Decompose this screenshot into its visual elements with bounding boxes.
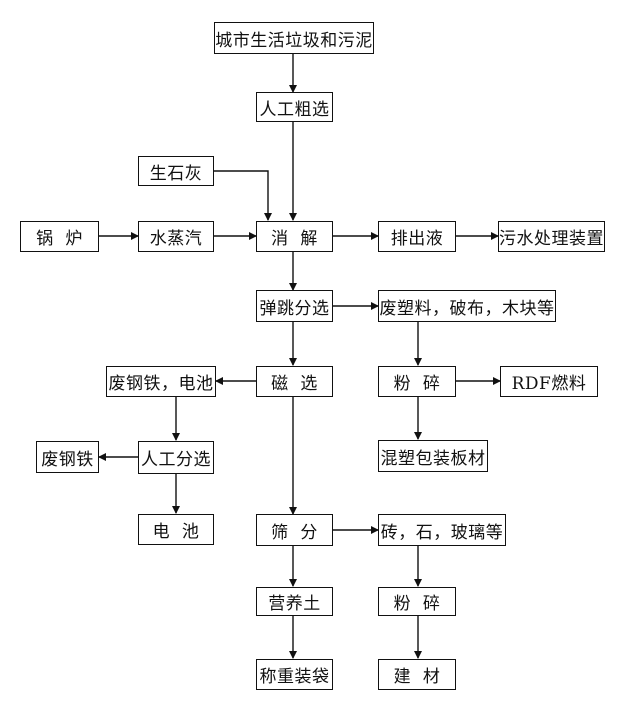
node-magnetic-sort: 磁 选 (256, 366, 333, 397)
node-rdf-fuel-label: RDF燃料 (511, 374, 587, 394)
node-nutrient-soil: 营养土 (256, 587, 333, 616)
node-quicklime: 生石灰 (138, 156, 214, 186)
node-digestion: 消 解 (256, 221, 333, 252)
node-scrap-iron-battery-label: 废钢铁，电池 (108, 374, 214, 394)
node-building-material-label: 建 材 (393, 667, 441, 687)
node-boiler-label: 锅 炉 (36, 229, 83, 249)
node-bounce-sort-label: 弹跳分选 (259, 298, 330, 319)
node-digestion-label: 消 解 (271, 229, 318, 249)
node-rdf-fuel: RDF燃料 (500, 366, 598, 397)
node-battery-label: 电 池 (152, 522, 200, 542)
node-screening-label: 筛 分 (271, 522, 318, 543)
node-crush-1: 粉 碎 (378, 366, 456, 397)
node-nutrient-soil-label: 营养土 (268, 594, 321, 614)
node-quicklime-label: 生石灰 (149, 163, 203, 184)
node-manual-sort: 人工分选 (138, 441, 214, 474)
node-crush-2-label: 粉 碎 (393, 594, 441, 614)
node-brick-stone-glass: 砖，石，玻璃等 (378, 514, 506, 546)
node-magnetic-sort-label: 磁 选 (271, 374, 318, 394)
node-sewage-treatment: 污水处理装置 (498, 221, 605, 252)
node-discharge-liquid-label: 排出液 (390, 229, 444, 249)
node-mixed-board-label: 混塑包装板材 (380, 448, 486, 469)
node-crush-1-label: 粉 碎 (393, 374, 441, 394)
node-steam: 水蒸汽 (138, 221, 214, 252)
node-waste-plastics: 废塑料，破布，木块等 (378, 290, 556, 322)
node-weigh-pack-label: 称重装袋 (259, 667, 330, 687)
node-manual-sort-label: 人工分选 (141, 450, 211, 470)
node-mixed-board: 混塑包装板材 (378, 440, 488, 472)
node-boiler: 锅 炉 (20, 221, 99, 252)
node-source: 城市生活垃圾和污泥 (214, 22, 374, 54)
arrow-quicklime-to-digestion (214, 170, 272, 221)
node-screening: 筛 分 (256, 514, 333, 546)
node-waste-plastics-label: 废塑料，破布，木块等 (379, 298, 555, 319)
node-scrap-iron: 废钢铁 (36, 441, 99, 473)
node-manual-coarse-sort-label: 人工粗选 (259, 99, 330, 120)
node-sewage-treatment-label: 污水处理装置 (499, 229, 604, 249)
node-source-label: 城市生活垃圾和污泥 (215, 30, 373, 51)
node-bounce-sort: 弹跳分选 (256, 290, 333, 322)
node-steam-label: 水蒸汽 (149, 229, 203, 249)
node-crush-2: 粉 碎 (378, 587, 456, 616)
node-discharge-liquid: 排出液 (378, 221, 456, 252)
node-battery: 电 池 (138, 514, 214, 545)
node-scrap-iron-battery: 废钢铁，电池 (106, 366, 216, 397)
node-brick-stone-glass-label: 砖，石，玻璃等 (380, 522, 504, 543)
node-manual-coarse-sort: 人工粗选 (256, 92, 333, 122)
node-weigh-pack: 称重装袋 (256, 659, 333, 690)
node-building-material: 建 材 (378, 659, 456, 690)
node-scrap-iron-label: 废钢铁 (41, 449, 94, 470)
